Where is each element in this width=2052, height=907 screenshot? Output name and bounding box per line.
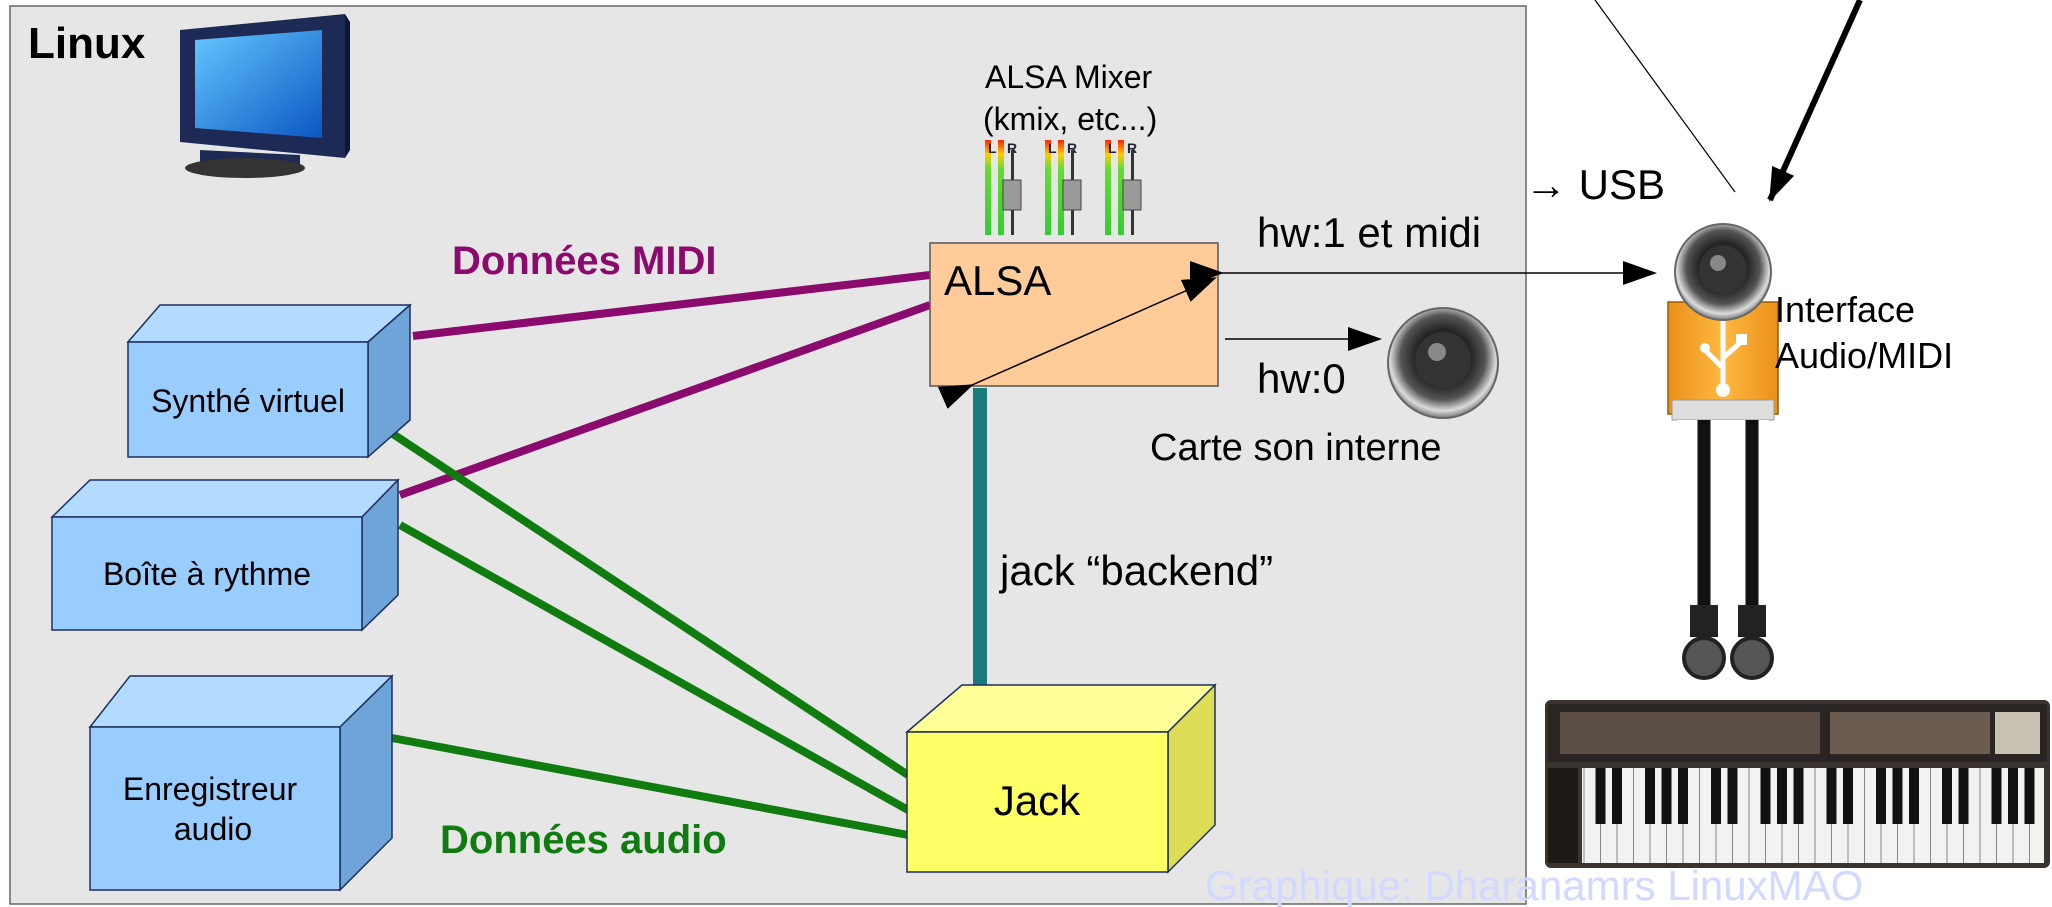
external-bold-arrow: [1767, 0, 1863, 202]
jack-backend-label: jack “backend”: [998, 547, 1273, 594]
black-key: [1793, 768, 1804, 824]
internal-card-label: Carte son interne: [1150, 427, 1442, 469]
black-key: [1826, 768, 1837, 824]
audio-recorder-box: Enregistreur audio: [88, 674, 394, 892]
audio-line-synth: [387, 428, 911, 779]
drum-machine-label: Boîte à rythme: [103, 556, 311, 592]
jack-box: Jack: [904, 683, 1217, 874]
fader-channel-letter: L: [1108, 140, 1117, 156]
black-key: [1876, 768, 1886, 824]
black-key: [2008, 768, 2018, 824]
audio-data-label: Données audio: [440, 818, 727, 862]
mixer-label-line2: (kmix, etc...): [983, 101, 1157, 137]
monitor-icon: [180, 14, 350, 178]
jack-label: Jack: [994, 777, 1081, 824]
midi-data-label: Données MIDI: [452, 239, 716, 283]
audio-line-drum: [398, 521, 910, 814]
black-key: [1661, 768, 1672, 824]
fader-knob: [1122, 179, 1142, 211]
vu-meter-bar: [1105, 140, 1111, 235]
speaker-icon: [1387, 307, 1499, 419]
black-key: [2024, 768, 2035, 824]
fader-knob: [1062, 179, 1082, 211]
interface-label-line2: Audio/MIDI: [1775, 335, 1953, 376]
midi-line-drum: [398, 301, 932, 499]
black-key: [1777, 768, 1787, 824]
fader-knob: [1002, 179, 1022, 211]
black-key: [1760, 768, 1771, 824]
vu-meter-bar: [1058, 140, 1064, 235]
black-key: [1645, 768, 1655, 824]
synth-label: Synthé virtuel: [151, 383, 345, 419]
black-key: [1612, 768, 1622, 824]
vu-meter-bar: [998, 140, 1004, 235]
external-thin-line: [1594, 0, 1736, 193]
black-key: [1991, 768, 2002, 824]
usb-interface-icon: [1667, 223, 1779, 700]
audio-line-recorder: [391, 734, 909, 839]
credit-label: Graphique: Dharanamrs LinuxMAO: [1205, 862, 1863, 907]
black-key: [1678, 768, 1688, 824]
fader-channel-letter: R: [1007, 140, 1017, 156]
black-key: [1843, 768, 1853, 824]
fader-channel-letter: R: [1067, 140, 1077, 156]
black-key: [1942, 768, 1952, 824]
fader-channel-letter: L: [988, 140, 997, 156]
fader-channel-letter: R: [1127, 140, 1137, 156]
black-key: [1958, 768, 1969, 824]
black-key: [1892, 768, 1903, 824]
black-key: [1595, 768, 1606, 824]
midi-line-synth: [412, 271, 931, 340]
vu-meter-bar: [985, 140, 991, 235]
hw0-label: hw:0: [1257, 355, 1346, 402]
black-key: [1727, 768, 1738, 824]
fader-channel-letter: L: [1048, 140, 1057, 156]
alsa-label: ALSA: [944, 257, 1051, 304]
keyboard-synth-icon: [1545, 700, 2050, 868]
usb-label: → USB: [1525, 161, 1665, 208]
linux-label: Linux: [28, 19, 146, 68]
synth-box: Synthé virtuel: [126, 303, 412, 459]
vu-meter-bar: [1118, 140, 1124, 235]
alsa-internal-route-arrow: [937, 277, 1217, 409]
black-key: [1711, 768, 1721, 824]
recorder-label-line1: Enregistreur: [123, 771, 298, 807]
mixer-label-line1: ALSA Mixer: [985, 59, 1153, 95]
interface-label-line1: Interface: [1775, 289, 1915, 330]
recorder-label-line2: audio: [174, 811, 252, 847]
hw1-label: hw:1 et midi: [1257, 209, 1481, 256]
vu-meter-bar: [1045, 140, 1051, 235]
drum-machine-box: Boîte à rythme: [50, 478, 400, 632]
black-key: [1909, 768, 1919, 824]
